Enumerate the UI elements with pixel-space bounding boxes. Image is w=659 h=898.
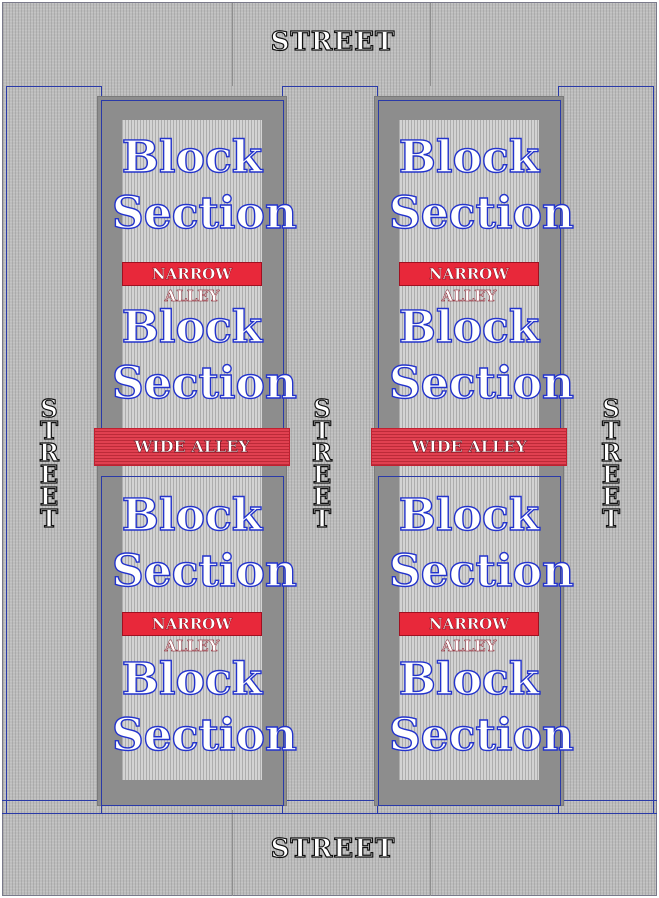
street-seam <box>430 3 431 86</box>
block-section-label: Block Section <box>111 488 297 600</box>
block-label-line1: Block <box>121 301 263 353</box>
narrow-alley-label: NARROW ALLEY <box>122 262 262 305</box>
street-label-top: STREET <box>270 26 396 57</box>
narrow-alley-label: NARROW ALLEY <box>399 262 539 305</box>
street-letter: R <box>600 438 621 467</box>
street-letter: R <box>38 438 59 467</box>
street-letter: E <box>39 482 59 511</box>
street-letter: E <box>39 460 59 489</box>
street-letter: S <box>602 394 621 423</box>
street-label-left: S T R E E T <box>34 394 64 533</box>
street-seam <box>430 810 431 896</box>
street-label-center: S T R E E T <box>307 394 337 533</box>
block-label-line2: Section <box>388 187 574 239</box>
street-letter: T <box>601 416 620 445</box>
wide-alley-label: WIDE ALLEY <box>371 428 567 466</box>
street-letter: T <box>312 504 331 533</box>
block-outline-left-bottom <box>101 476 284 806</box>
block-label-line1: Block <box>121 131 263 183</box>
block-section-label: Block Section <box>388 300 574 412</box>
narrow-alley-label: NARROW ALLEY <box>399 612 539 655</box>
street-label-right: S T R E E T <box>596 394 626 533</box>
street-letter: E <box>601 482 621 511</box>
street-outline-bottom <box>2 800 657 814</box>
block-label-line2: Section <box>111 187 297 239</box>
block-label-line2: Section <box>111 709 297 761</box>
narrow-alley-label: NARROW ALLEY <box>122 612 262 655</box>
street-letter: E <box>312 482 332 511</box>
block-label-line2: Section <box>388 709 574 761</box>
block-section-label: Block Section <box>388 488 574 600</box>
street-seam <box>232 3 233 86</box>
block-section-label: Block Section <box>111 652 297 764</box>
street-letter: E <box>312 460 332 489</box>
block-label-line1: Block <box>121 653 263 705</box>
street-letter: T <box>39 416 58 445</box>
block-label-line1: Block <box>398 131 540 183</box>
block-label-line1: Block <box>398 489 540 541</box>
street-seam <box>232 810 233 896</box>
block-label-line2: Section <box>388 357 574 409</box>
block-section-label: Block Section <box>388 130 574 242</box>
street-letter: T <box>312 416 331 445</box>
street-letter: T <box>39 504 58 533</box>
street-letter: S <box>40 394 59 423</box>
block-section-label: Block Section <box>388 652 574 764</box>
block-section-label: Block Section <box>111 300 297 412</box>
street-letter: E <box>601 460 621 489</box>
street-letter: R <box>311 438 332 467</box>
block-label-line1: Block <box>398 653 540 705</box>
block-label-line2: Section <box>111 357 297 409</box>
street-letter: T <box>601 504 620 533</box>
block-label-line2: Section <box>388 545 574 597</box>
block-label-line1: Block <box>398 301 540 353</box>
street-letter: S <box>313 394 332 423</box>
block-label-line2: Section <box>111 545 297 597</box>
wide-alley-label: WIDE ALLEY <box>94 428 290 466</box>
block-section-label: Block Section <box>111 130 297 242</box>
block-label-line1: Block <box>121 489 263 541</box>
street-label-bottom: STREET <box>270 833 396 864</box>
block-outline-right-bottom <box>378 476 561 806</box>
